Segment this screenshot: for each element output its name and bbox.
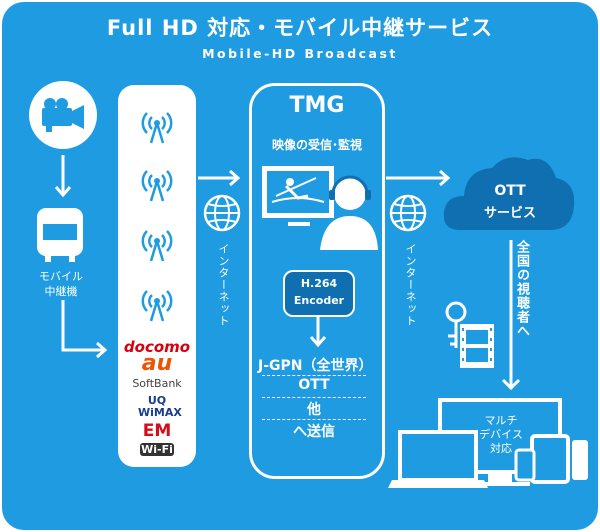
diagram-subtitle: Mobile-HD Broadcast <box>202 46 398 61</box>
destination-other: 他 <box>307 402 321 418</box>
arrow-camera-to-device <box>54 155 72 198</box>
internet-label-1: インターネット <box>217 243 230 327</box>
key-film-icon <box>445 301 494 368</box>
globe-icon-1 <box>203 194 241 232</box>
arrow-tmg-to-ott <box>386 169 451 187</box>
multi-device-icon <box>388 398 588 488</box>
multi-device-label-2: デバイス <box>479 428 523 441</box>
ott-label-1: OTT <box>494 183 526 199</box>
dashed-divider-2 <box>262 397 366 398</box>
internet-label-2: インターネット <box>404 243 417 327</box>
video-camera-icon <box>29 81 97 149</box>
arrow-encoder-to-destinations <box>309 315 327 348</box>
viewers-label: 全国の視聴者へ <box>514 240 529 338</box>
encoder-label-1: H.264 <box>300 277 338 290</box>
antenna-icon-1 <box>141 112 173 144</box>
carrier-au: au <box>141 351 173 376</box>
monitoring-operator-icon <box>262 166 378 250</box>
dashed-divider-3 <box>262 419 366 420</box>
carrier-wifi: Wi-Fi <box>140 443 174 456</box>
carrier-softbank: SoftBank <box>132 377 182 390</box>
destination-send-to: へ送信 <box>293 424 335 440</box>
antenna-icon-4 <box>141 290 173 322</box>
multi-device-label-3: 対応 <box>490 442 512 455</box>
tmg-monitor-label: 映像の受信･監視 <box>271 138 362 152</box>
globe-icon-2 <box>389 194 427 232</box>
tmg-panel <box>249 83 385 479</box>
destination-ott: OTT <box>298 377 330 393</box>
tmg-title: TMG <box>289 93 345 118</box>
relay-device-label-1: モバイル <box>39 270 83 283</box>
carrier-em: EM <box>142 421 172 441</box>
encoder-label-2: Encoder <box>293 294 345 307</box>
arrow-device-to-carriers <box>61 300 108 359</box>
h264-encoder-box: H.264 Encoder <box>283 270 355 317</box>
cloud-icon <box>443 157 575 230</box>
antenna-icon-2 <box>141 170 173 202</box>
diagram-title: Full HD 対応・モバイル中継サービス <box>106 16 494 40</box>
destination-jgpn: J-GPN（全世界） <box>258 358 373 374</box>
ott-label-2: サービス <box>483 206 536 221</box>
multi-device-label-1: マルチ <box>484 414 518 427</box>
arrow-ott-to-viewers <box>501 240 521 391</box>
relay-device-label-2: 中継機 <box>44 285 78 298</box>
carrier-docomo: docomo <box>123 338 191 356</box>
carrier-uq-wimax: UQ WiMAX <box>138 394 182 419</box>
arrow-carriers-to-tmg <box>198 169 241 187</box>
carrier-network-panel: docomo au SoftBank UQ WiMAX EM Wi-Fi <box>118 85 196 467</box>
dashed-divider-1 <box>262 375 366 376</box>
mobile-relay-device-icon <box>37 208 83 262</box>
antenna-icon-3 <box>141 230 173 262</box>
